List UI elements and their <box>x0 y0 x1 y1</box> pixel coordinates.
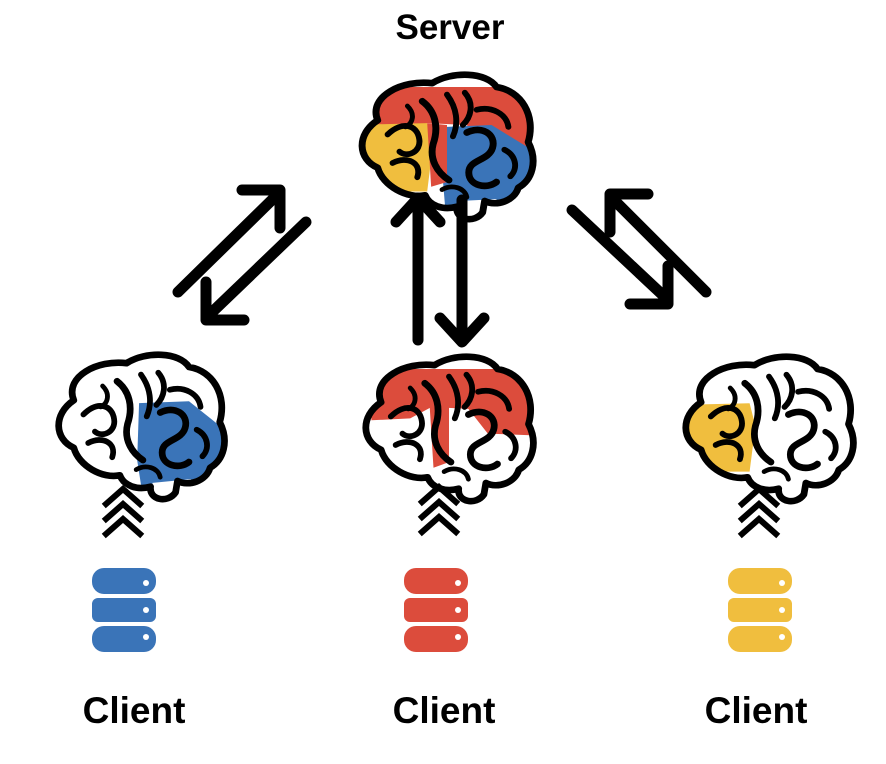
server-label: Server <box>395 8 505 47</box>
triple-chevron-up-icon <box>417 482 461 537</box>
client-label: Client <box>82 690 186 731</box>
database-icon-yellow <box>728 568 792 652</box>
database-icon-blue <box>92 568 156 652</box>
database-icon-red <box>404 568 468 652</box>
client-brain-blue-icon <box>45 348 237 510</box>
triple-chevron-up-icon <box>101 484 145 539</box>
two-way-arrows-icon <box>390 192 490 348</box>
client-label: Client <box>704 690 808 731</box>
two-way-arrows-icon <box>172 184 312 326</box>
server-brain-icon <box>348 68 546 230</box>
client-brain-red-icon <box>352 350 546 512</box>
client-label: Client <box>392 690 496 731</box>
triple-chevron-up-icon <box>737 484 781 539</box>
two-way-arrows-icon <box>566 188 712 310</box>
client-brain-yellow-icon <box>672 350 866 512</box>
